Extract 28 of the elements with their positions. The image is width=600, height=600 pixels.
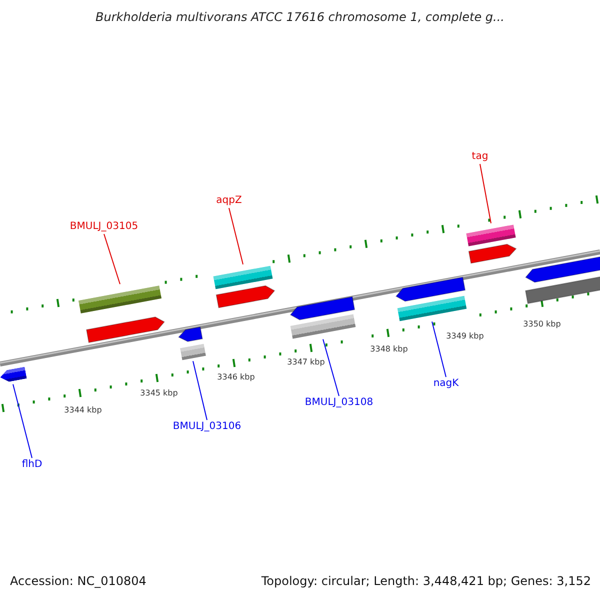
gene-bar [397,295,467,321]
leader-line [322,338,340,396]
footer-text: Topology: circular; Length: 3,448,421 bp; Genes: 3,152 [261,574,591,588]
scale-label: 3349 kbp [446,332,484,340]
gene-label: tag [472,151,488,163]
scale-label: 3345 kbp [140,388,178,398]
gene-bar [180,344,206,360]
leader-line [228,208,244,265]
scale-label: 3350 kbp [523,320,561,328]
gene-bar [466,224,516,246]
footer-text: Accession: NC_010804 [10,574,146,588]
scale-label: 3346 kbp [217,372,255,382]
gene-label: aqpZ [216,195,242,207]
leader-line [12,384,32,458]
gene-bar [213,265,273,289]
scale-label: 3344 kbp [64,406,102,414]
scale-label: 3348 kbp [370,344,408,354]
gene-label: BMULJ_03108 [304,397,374,409]
leader-line [480,164,492,224]
gene-label: BMULJ_03106 [172,421,242,433]
gene-label: flhD [22,459,42,471]
gene-label: BMULJ_03105 [70,221,138,233]
gene-label: nagK [433,378,459,390]
scale-label: 3347 kbp [287,358,325,366]
title: Burkholderia multivorans ATCC 17616 chromosome 1, complete g... [94,10,506,24]
leader-line [432,321,446,378]
leader-line [104,234,120,285]
gene-bar [0,366,27,384]
